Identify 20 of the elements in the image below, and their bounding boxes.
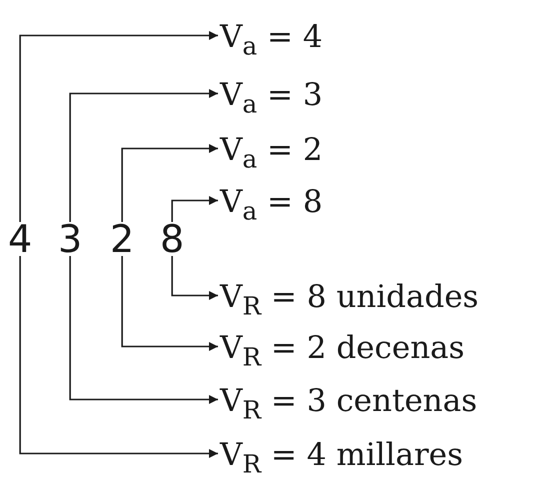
- value-label: V$_{a}$ = 8: [220, 187, 323, 218]
- arrow: [121, 256, 218, 351]
- value-label: V$_{R}$ = 8 unidades: [220, 282, 479, 313]
- digit-text: 4: [8, 220, 32, 258]
- value-label: V$_{a}$ = 3: [220, 80, 323, 111]
- arrow: [19, 256, 218, 458]
- arrow: [171, 196, 218, 222]
- value-label: V$_{a}$ = 2: [220, 135, 323, 166]
- value-label: V$_{R}$ = 2 decenas: [220, 333, 465, 364]
- digit-text: 8: [160, 220, 184, 258]
- arrow: [69, 89, 218, 222]
- value-label: V$_{a}$ = 4: [220, 22, 323, 53]
- arrow: [69, 256, 218, 404]
- arrow: [19, 31, 218, 222]
- arrow: [121, 144, 218, 222]
- digit-text: 3: [58, 220, 82, 258]
- value-label: V$_{R}$ = 3 centenas: [220, 386, 478, 417]
- arrow: [171, 256, 218, 300]
- digit-text: 2: [110, 220, 134, 258]
- value-label: V$_{R}$ = 4 millares: [220, 440, 464, 471]
